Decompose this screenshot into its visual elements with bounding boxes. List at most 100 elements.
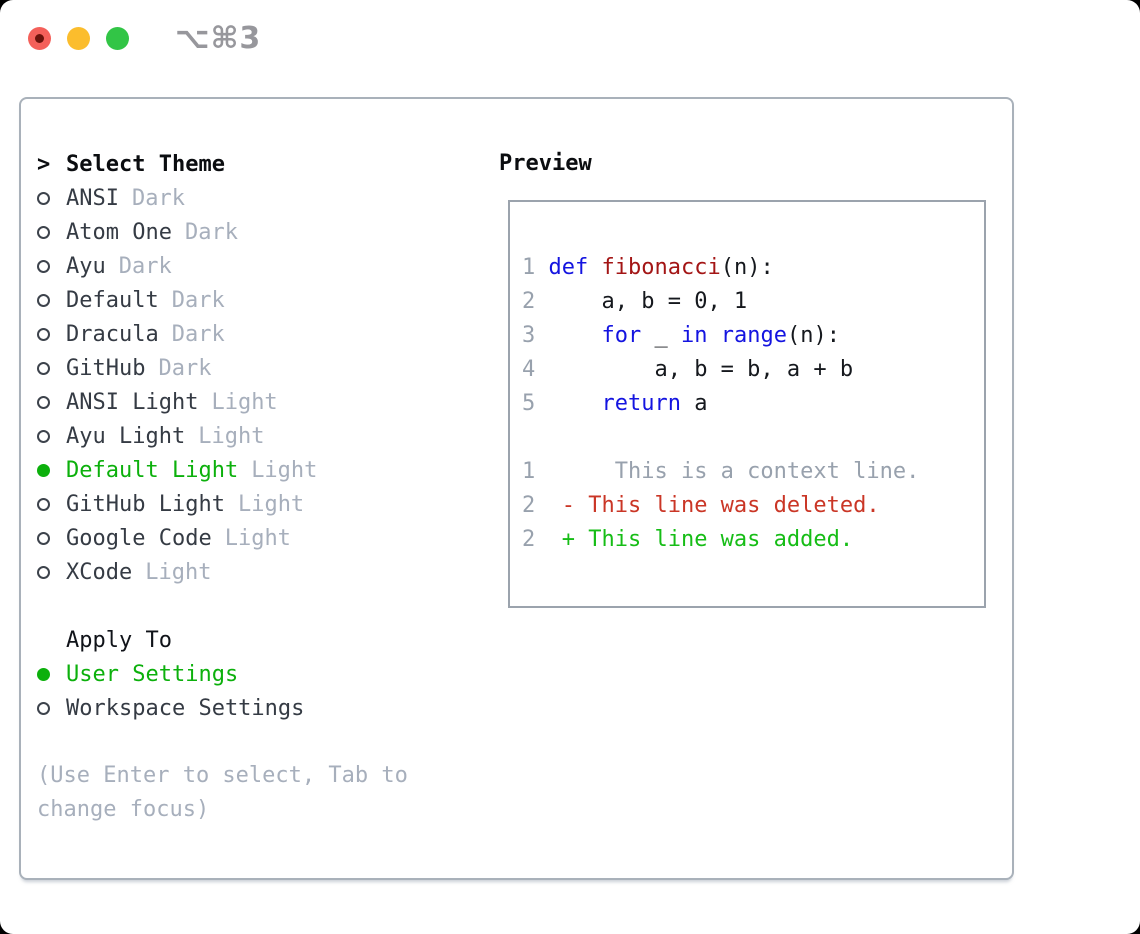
theme-list-header: > Select Theme <box>37 147 487 181</box>
code-token <box>588 255 601 280</box>
theme-option-label: ANSI Light <box>66 389 199 415</box>
code-token <box>707 323 720 348</box>
minimize-button[interactable] <box>67 27 90 50</box>
theme-variant-badge: Dark <box>158 355 212 381</box>
line-number: 1 <box>522 255 549 280</box>
code-line: 1 def fibonacci(n): <box>522 251 984 285</box>
selected-radio-icon <box>37 667 50 681</box>
diff-line: 2 + This line was added. <box>522 523 984 557</box>
apply-to-header: Apply To <box>37 623 487 657</box>
blank-line <box>522 421 984 455</box>
theme-option-label: GitHub <box>66 355 146 381</box>
marker-cell <box>37 565 66 579</box>
line-number: 4 <box>522 357 549 382</box>
line-number: 2 <box>522 527 549 552</box>
code-line: 5 return a <box>522 387 984 421</box>
marker-cell <box>37 327 66 341</box>
theme-option-label: ANSI <box>66 185 119 211</box>
apply-option-label: User Settings <box>66 661 239 687</box>
theme-option-ansi-light[interactable]: ANSI Light Light <box>37 385 487 419</box>
theme-variant-badge: Light <box>145 559 212 585</box>
theme-option-dracula[interactable]: Dracula Dark <box>37 317 487 351</box>
radio-icon <box>37 429 50 443</box>
theme-variant-badge: Dark <box>131 185 185 211</box>
marker-cell <box>37 463 66 477</box>
radio-icon <box>37 701 50 715</box>
theme-option-label: Ayu Light <box>66 423 186 449</box>
theme-variant-badge: Dark <box>118 253 172 279</box>
marker-cell <box>37 667 66 681</box>
code-token: a, b = 0, 1 <box>548 289 748 314</box>
theme-option-label: Default Light <box>66 457 239 483</box>
radio-icon <box>37 361 50 375</box>
apply-option-workspace-settings[interactable]: Workspace Settings <box>37 691 487 725</box>
code-token: def <box>548 255 589 280</box>
diff-line: 2 - This line was deleted. <box>522 489 984 523</box>
marker-cell <box>37 701 66 715</box>
marker-cell <box>37 531 66 545</box>
code-line: 2 a, b = 0, 1 <box>522 285 984 319</box>
code-line: 3 for _ in range(n): <box>522 319 984 353</box>
code-token <box>549 391 602 416</box>
theme-option-ayu-light[interactable]: Ayu Light Light <box>37 419 487 453</box>
code-token: fibonacci <box>601 255 721 280</box>
code-token: (n): <box>786 323 840 348</box>
marker-cell <box>37 225 66 239</box>
marker-cell <box>37 429 66 443</box>
line-number: 3 <box>522 323 549 348</box>
theme-option-github[interactable]: GitHub Dark <box>37 351 487 385</box>
code-token: range <box>720 323 787 348</box>
radio-icon <box>37 191 50 205</box>
line-number: 2 <box>522 289 549 314</box>
marker-cell <box>37 259 66 273</box>
close-button[interactable] <box>28 27 51 50</box>
theme-variant-badge: Light <box>211 389 278 415</box>
code-token: for <box>601 323 642 348</box>
theme-list-title: Select Theme <box>66 151 225 177</box>
marker-cell <box>37 191 66 205</box>
radio-icon <box>37 259 50 273</box>
zoom-button[interactable] <box>106 27 129 50</box>
marker-cell <box>37 497 66 511</box>
diff-line: 1 This is a context line. <box>522 455 984 489</box>
line-number: 5 <box>522 391 549 416</box>
marker-cell <box>37 361 66 375</box>
help-text: (Use Enter to select, Tab to change focu… <box>37 763 408 822</box>
code-token: + This line was added. <box>548 527 854 552</box>
apply-option-user-settings[interactable]: User Settings <box>37 657 487 691</box>
theme-option-label: Default <box>66 287 159 313</box>
code-token: a <box>680 391 708 416</box>
prompt-icon: > <box>37 151 51 177</box>
radio-icon <box>37 395 50 409</box>
theme-option-label: XCode <box>66 559 133 585</box>
radio-icon <box>37 327 50 341</box>
apply-option-label: Workspace Settings <box>66 695 305 721</box>
radio-icon <box>37 293 50 307</box>
theme-variant-badge: Light <box>224 525 291 551</box>
theme-variant-badge: Dark <box>171 321 225 347</box>
code-line: 4 a, b = b, a + b <box>522 353 984 387</box>
apply-to-title: Apply To <box>66 627 172 653</box>
marker-cell <box>37 293 66 307</box>
code-token: This is a context line. <box>548 459 920 484</box>
theme-variant-badge: Light <box>198 423 265 449</box>
theme-option-ansi[interactable]: ANSI Dark <box>37 181 487 215</box>
theme-variant-badge: Dark <box>184 219 238 245</box>
marker-cell <box>37 395 66 409</box>
code-token: return <box>601 391 681 416</box>
code-token <box>549 323 602 348</box>
theme-option-label: Dracula <box>66 321 159 347</box>
titlebar: ⌥⌘3 <box>28 24 261 54</box>
selected-radio-icon <box>37 463 50 477</box>
line-number: 2 <box>522 493 549 518</box>
theme-option-xcode[interactable]: XCode Light <box>37 555 487 589</box>
